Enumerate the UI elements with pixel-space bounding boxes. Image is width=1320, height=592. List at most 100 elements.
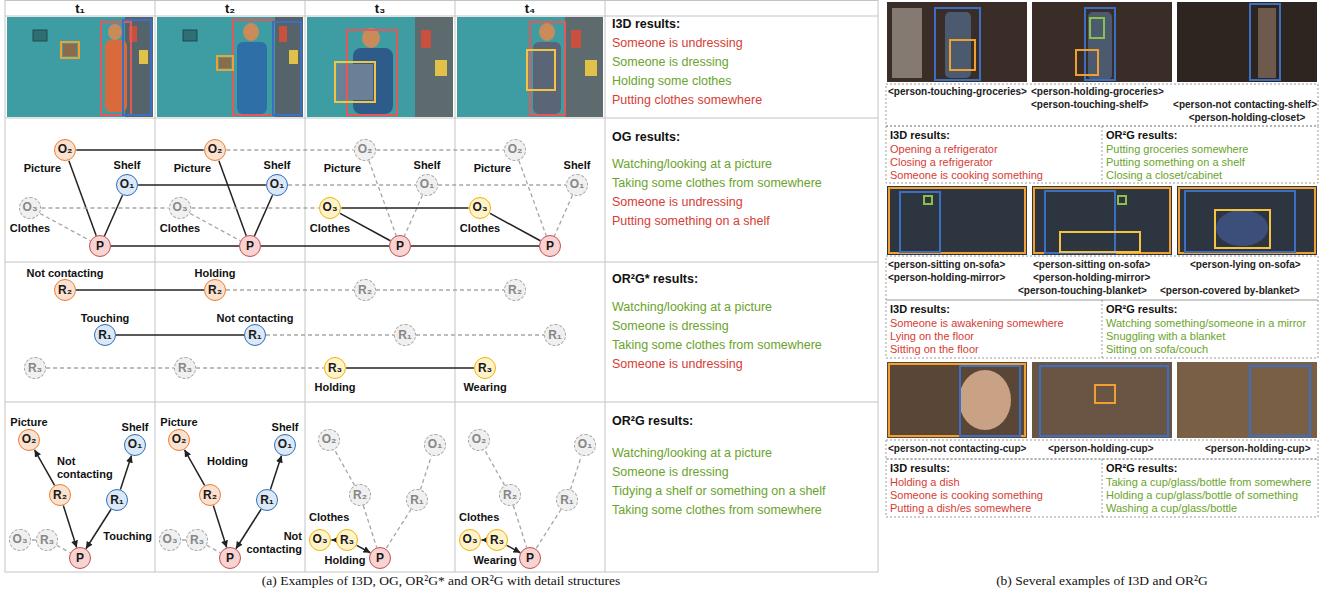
result-line: Sitting on the floor	[890, 343, 979, 356]
graph-node: O₃	[9, 529, 32, 552]
graph-node: R₃Wearing	[486, 529, 508, 551]
graph-edge	[376, 149, 503, 150]
node-symbol: O₃	[173, 201, 188, 214]
node-label: Touching	[92, 530, 152, 543]
graph-edge	[570, 456, 581, 490]
result-line: Putting something on a shelf	[1106, 156, 1245, 169]
graph-node: R₂	[504, 279, 526, 301]
kitchen-frame	[1032, 362, 1172, 438]
kitchen-frame	[887, 2, 1027, 82]
results-heading: OG results:	[612, 130, 680, 145]
graph-node: R₁	[544, 324, 566, 346]
example-grid	[886, 84, 1318, 517]
graph-edge	[270, 456, 281, 490]
book	[139, 50, 148, 64]
shelf-box	[1090, 18, 1104, 38]
graph-edge	[57, 545, 71, 552]
person-box	[1250, 366, 1310, 436]
wall-picture	[33, 30, 47, 41]
column-rule	[455, 0, 456, 572]
time-step-header: t₄	[525, 1, 536, 17]
results-heading: OR²G results:	[612, 414, 693, 429]
graph-edge	[485, 450, 505, 486]
node-label: Holding	[325, 554, 366, 567]
graph-node: R₂	[349, 484, 371, 506]
graph-edge	[116, 334, 244, 336]
graph-edge	[138, 184, 266, 186]
example-frames	[887, 2, 1317, 438]
graph-edge	[111, 245, 239, 247]
node-symbol: O₃	[313, 533, 328, 546]
node-symbol: O₃	[23, 201, 38, 214]
graph-edge	[519, 161, 546, 236]
wall	[457, 17, 603, 117]
node-symbol: O₁	[128, 438, 142, 451]
node-symbol: O₁	[270, 178, 284, 191]
node-label: Picture	[24, 162, 61, 175]
groceries-box	[1076, 50, 1098, 75]
result-line: Taking some clothes from somewhere	[612, 176, 822, 191]
result-line: Watching/looking at a picture	[612, 157, 772, 172]
book	[571, 30, 581, 48]
graph-edge	[554, 195, 572, 236]
relation-caption: <person-sitting on-sofa>	[888, 259, 1005, 271]
row-rule	[5, 262, 878, 263]
row-rule	[5, 402, 878, 403]
sofa-box	[1034, 188, 1170, 253]
graph-node: O₁	[424, 434, 446, 456]
sofa-box	[889, 188, 1025, 253]
node-symbol: O₃	[463, 533, 478, 546]
closet	[1258, 8, 1276, 78]
node-symbol: R₁	[248, 329, 262, 342]
relation-caption: <person-touching-blanket>	[1018, 285, 1147, 297]
result-line: Lying on the floor	[890, 330, 974, 343]
result-line: Someone is undressing	[612, 357, 743, 372]
graph-node: P	[239, 235, 261, 257]
result-line: Someone is dressing	[612, 465, 729, 480]
graph-node: O₂	[318, 429, 341, 452]
result-line: Putting something on a shelf	[612, 214, 770, 229]
graph-edge	[266, 334, 394, 335]
relation-caption: <person-holding-cup>	[1048, 443, 1154, 455]
result-line: Someone is dressing	[612, 55, 729, 70]
result-line: Tidying a shelf or something on a shelf	[612, 484, 826, 499]
person-box	[1250, 4, 1280, 80]
relation-caption: <person-touching-groceries>	[888, 86, 1027, 98]
node-symbol: O₂	[208, 143, 223, 156]
result-line: Snuggling with a blanket	[1106, 330, 1225, 343]
graph-node: O₁Shelf	[124, 434, 146, 456]
graph-node: O₁Shelf	[116, 174, 138, 196]
node-symbol: R₃	[340, 534, 354, 547]
node-symbol: R₁	[398, 329, 412, 342]
graph-edge	[420, 456, 431, 490]
result-line: Watching/looking at a picture	[612, 446, 772, 461]
node-symbol: P	[96, 240, 104, 253]
node-symbol: R₁	[98, 329, 112, 342]
node-symbol: R₃	[190, 534, 204, 547]
results-divider	[1102, 459, 1103, 517]
person-box	[530, 22, 565, 115]
graph-node: O₁Shelf	[266, 174, 288, 196]
person-head	[243, 23, 259, 41]
node-symbol: O₃	[163, 533, 178, 546]
graph-edge	[226, 289, 354, 290]
relation-caption: <person-holding-closet>	[1189, 112, 1306, 124]
book	[421, 30, 431, 48]
person-body	[237, 42, 267, 114]
node-label: Shelf	[564, 159, 591, 172]
mirror-box	[924, 196, 932, 204]
person-box	[1085, 8, 1115, 80]
graph-node: O₂	[468, 429, 491, 452]
person-body	[533, 42, 561, 114]
book	[435, 60, 447, 76]
picture-box	[61, 42, 79, 58]
node-symbol: O₂	[508, 143, 523, 156]
graph-edge	[513, 505, 526, 547]
graph-edge	[41, 207, 168, 208]
result-line: Putting a dish/es somewhere	[890, 502, 1031, 515]
person-box	[960, 366, 1020, 436]
graph-node: R₁Not contacting	[256, 489, 278, 511]
video-frame	[307, 17, 453, 117]
relation-caption: <person-not contacting-cup>	[888, 443, 1026, 455]
relation-caption: <person-covered by-blanket>	[1160, 285, 1300, 297]
